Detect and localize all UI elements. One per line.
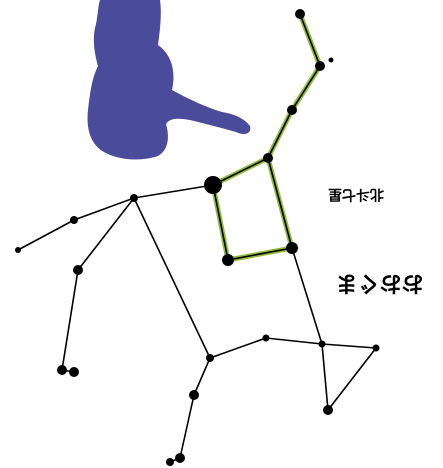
star	[263, 153, 273, 163]
star	[69, 367, 79, 377]
star	[166, 458, 174, 466]
star	[204, 176, 222, 194]
star	[130, 194, 138, 202]
star	[263, 335, 270, 342]
star	[57, 365, 67, 375]
big-dipper-highlight	[213, 14, 320, 260]
star	[295, 9, 305, 19]
great-bear-label: おおぐま	[336, 270, 424, 295]
silhouette-body	[88, 0, 251, 159]
star	[319, 341, 326, 348]
person-silhouette-icon	[88, 0, 251, 159]
star	[206, 354, 214, 362]
star	[315, 61, 325, 71]
star	[287, 105, 297, 115]
star	[70, 216, 78, 224]
big-dipper-label: 北斗七星	[328, 186, 384, 202]
star	[323, 405, 333, 415]
star	[222, 254, 234, 266]
star	[189, 390, 199, 400]
star	[175, 453, 185, 463]
star	[373, 345, 380, 352]
stars	[15, 9, 380, 466]
star	[286, 242, 298, 254]
star	[73, 265, 83, 275]
star	[15, 247, 21, 253]
star	[329, 58, 334, 63]
constellation-lines	[18, 158, 376, 462]
